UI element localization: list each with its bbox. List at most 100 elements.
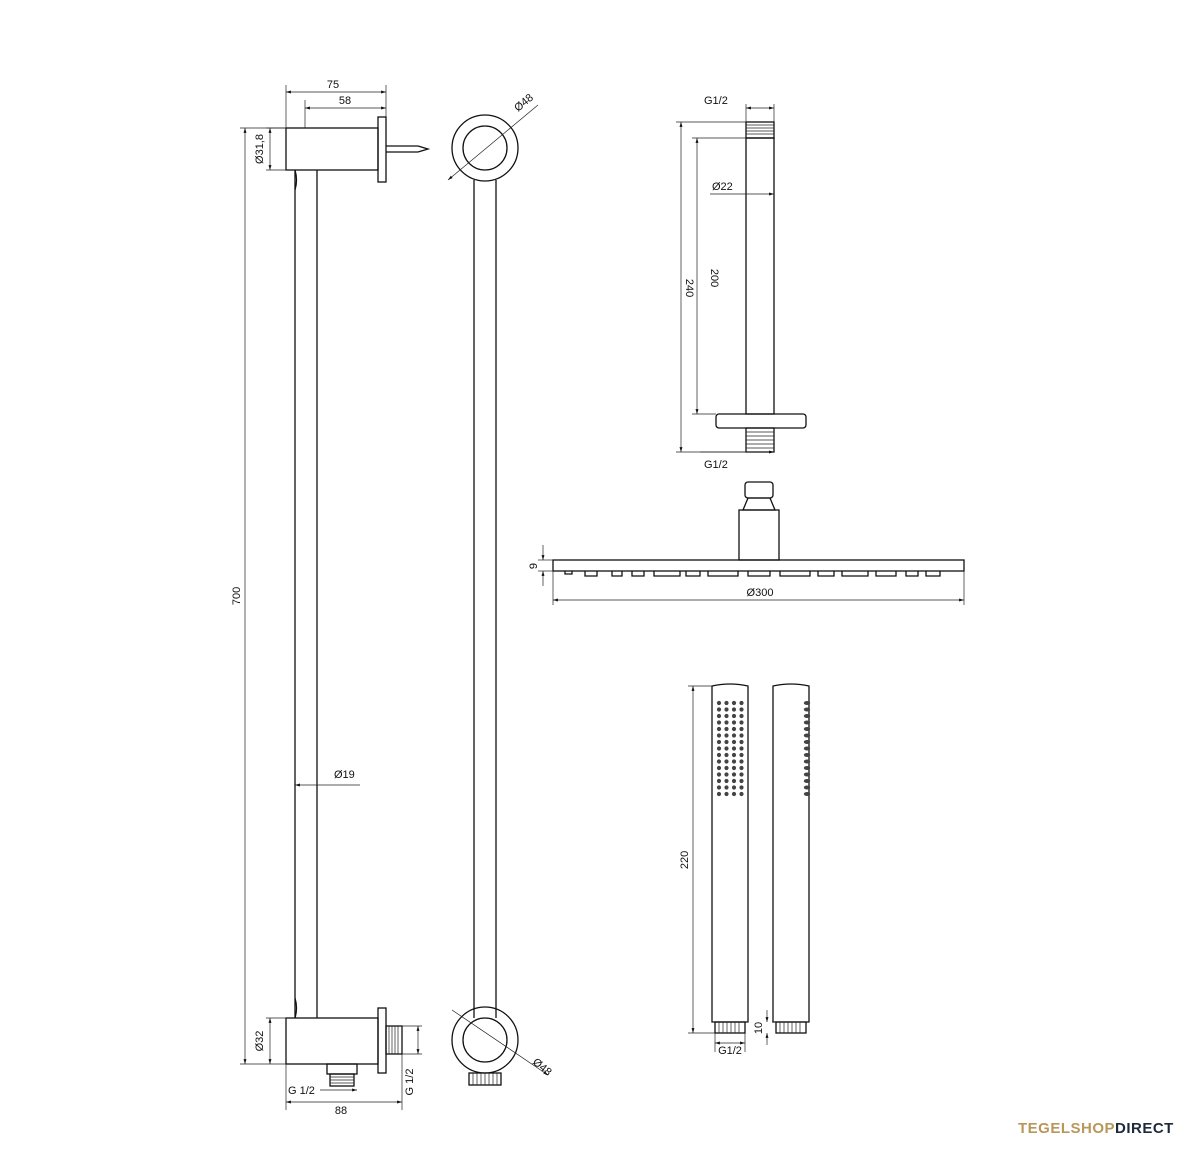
nozzle-dot bbox=[716, 759, 722, 764]
side-nozzle bbox=[803, 753, 811, 757]
nozzle-dot bbox=[731, 720, 737, 725]
nozzle-dot bbox=[716, 791, 722, 797]
nozzle-dot bbox=[731, 746, 737, 751]
nozzle-dot bbox=[724, 713, 729, 719]
side-nozzle bbox=[803, 772, 811, 777]
dim-88: 88 bbox=[335, 1105, 347, 1117]
nozzle-dot bbox=[716, 752, 722, 758]
nozzle-dot bbox=[739, 791, 744, 797]
nozzle-dot bbox=[724, 700, 729, 706]
nozzle-dot bbox=[739, 726, 744, 732]
nozzle-dot bbox=[739, 733, 744, 738]
nozzle-dot bbox=[716, 726, 722, 732]
hand-shower-side bbox=[772, 683, 811, 1034]
side-nozzle bbox=[803, 707, 811, 712]
dim-diameter-48-top: Ø48 bbox=[512, 92, 536, 115]
nozzle-dot bbox=[731, 713, 737, 719]
dim-58: 58 bbox=[339, 95, 351, 107]
nozzle-dot bbox=[724, 726, 729, 732]
side-nozzle bbox=[803, 759, 811, 764]
hand-shower-front bbox=[711, 683, 749, 1034]
dim-10: 10 bbox=[753, 1022, 765, 1034]
side-nozzle bbox=[803, 746, 811, 751]
nozzle-dot bbox=[724, 752, 729, 758]
shower-arm-dimensions: G1/2 Ø22 200 240 G1/2 bbox=[676, 95, 775, 471]
nozzle-dot bbox=[739, 739, 744, 745]
nozzle-dot bbox=[716, 746, 722, 751]
side-nozzle bbox=[803, 720, 811, 725]
slide-rail-side-view bbox=[285, 116, 431, 1087]
nozzle-dot bbox=[739, 765, 744, 771]
side-nozzle bbox=[803, 727, 811, 731]
shower-arm bbox=[715, 121, 807, 453]
nozzle-dot bbox=[731, 752, 737, 758]
brand-logo: TEGELSHOPDIRECT bbox=[1018, 1120, 1174, 1137]
dim-220: 220 bbox=[679, 851, 691, 869]
side-nozzle bbox=[803, 785, 811, 790]
nozzle-dot bbox=[731, 785, 737, 790]
nozzle-dot bbox=[716, 785, 722, 790]
nozzle-dot bbox=[716, 733, 722, 738]
dim-g12-arm-top: G1/2 bbox=[704, 95, 728, 107]
dim-240: 240 bbox=[683, 279, 695, 297]
nozzle-dot bbox=[731, 726, 737, 732]
side-nozzle bbox=[803, 740, 811, 744]
nozzle-dot bbox=[731, 733, 737, 738]
dim-diameter-32: Ø32 bbox=[254, 1031, 266, 1052]
dim-g12-side: G 1/2 bbox=[404, 1069, 416, 1096]
brand-logo-part2: DIRECT bbox=[1115, 1120, 1174, 1137]
dim-9: 9 bbox=[528, 563, 540, 569]
dim-75: 75 bbox=[327, 79, 339, 91]
nozzle-dot bbox=[724, 765, 729, 771]
slide-rail-dimensions: 75 58 Ø31,8 700 Ø19 Ø32 G 1/2 G 1/2 88 bbox=[231, 79, 422, 1117]
dim-200: 200 bbox=[708, 269, 720, 287]
nozzle-dot bbox=[739, 720, 744, 725]
nozzle-dot bbox=[716, 720, 722, 725]
dim-diameter-300: Ø300 bbox=[747, 587, 774, 599]
side-nozzle bbox=[803, 701, 811, 705]
nozzle-dot bbox=[731, 765, 737, 771]
brand-logo-part1: TEGELSHOP bbox=[1018, 1120, 1116, 1137]
slide-rail-front-dimensions: Ø48 Ø48 bbox=[447, 92, 554, 1079]
nozzle-dot bbox=[716, 707, 722, 712]
nozzle-dot bbox=[739, 700, 744, 706]
nozzle-dot bbox=[731, 700, 737, 706]
side-nozzle bbox=[803, 779, 811, 783]
rain-shower-head bbox=[552, 481, 965, 577]
slide-rail-front-view bbox=[451, 114, 519, 1086]
hand-shower-dimensions: 220 10 G1/2 bbox=[679, 685, 806, 1057]
nozzle-dot bbox=[739, 785, 744, 790]
nozzle-dot bbox=[731, 739, 737, 745]
nozzle-dot bbox=[731, 759, 737, 764]
side-nozzle bbox=[803, 714, 811, 718]
nozzle-dot bbox=[731, 778, 737, 784]
nozzle-dot bbox=[739, 778, 744, 784]
dim-diameter-48-bottom: Ø48 bbox=[530, 1056, 554, 1079]
spray-nozzles bbox=[716, 700, 744, 797]
dim-g12-arm-bottom: G1/2 bbox=[704, 459, 728, 471]
nozzle-dot bbox=[716, 772, 722, 777]
nozzle-dot bbox=[739, 772, 744, 777]
nozzle-dot bbox=[724, 733, 729, 738]
side-nozzle bbox=[803, 766, 811, 770]
dim-700: 700 bbox=[231, 587, 243, 605]
nozzle-dot bbox=[739, 746, 744, 751]
nozzle-dot bbox=[724, 778, 729, 784]
nozzle-dot bbox=[724, 739, 729, 745]
nozzle-dot bbox=[716, 700, 722, 706]
side-nozzle bbox=[803, 733, 811, 738]
nozzle-dot bbox=[716, 713, 722, 719]
nozzle-dot bbox=[716, 739, 722, 745]
nozzle-dot bbox=[739, 752, 744, 758]
nozzle-dot bbox=[739, 713, 744, 719]
nozzle-dot bbox=[739, 759, 744, 764]
nozzle-dot bbox=[724, 785, 729, 790]
nozzle-dot bbox=[724, 759, 729, 764]
side-nozzle bbox=[803, 792, 811, 796]
nozzle-dot bbox=[724, 707, 729, 712]
nozzle-dot bbox=[731, 791, 737, 797]
nozzle-dot bbox=[739, 707, 744, 712]
nozzle-dot bbox=[724, 720, 729, 725]
dim-g12-bottom: G 1/2 bbox=[288, 1085, 315, 1097]
